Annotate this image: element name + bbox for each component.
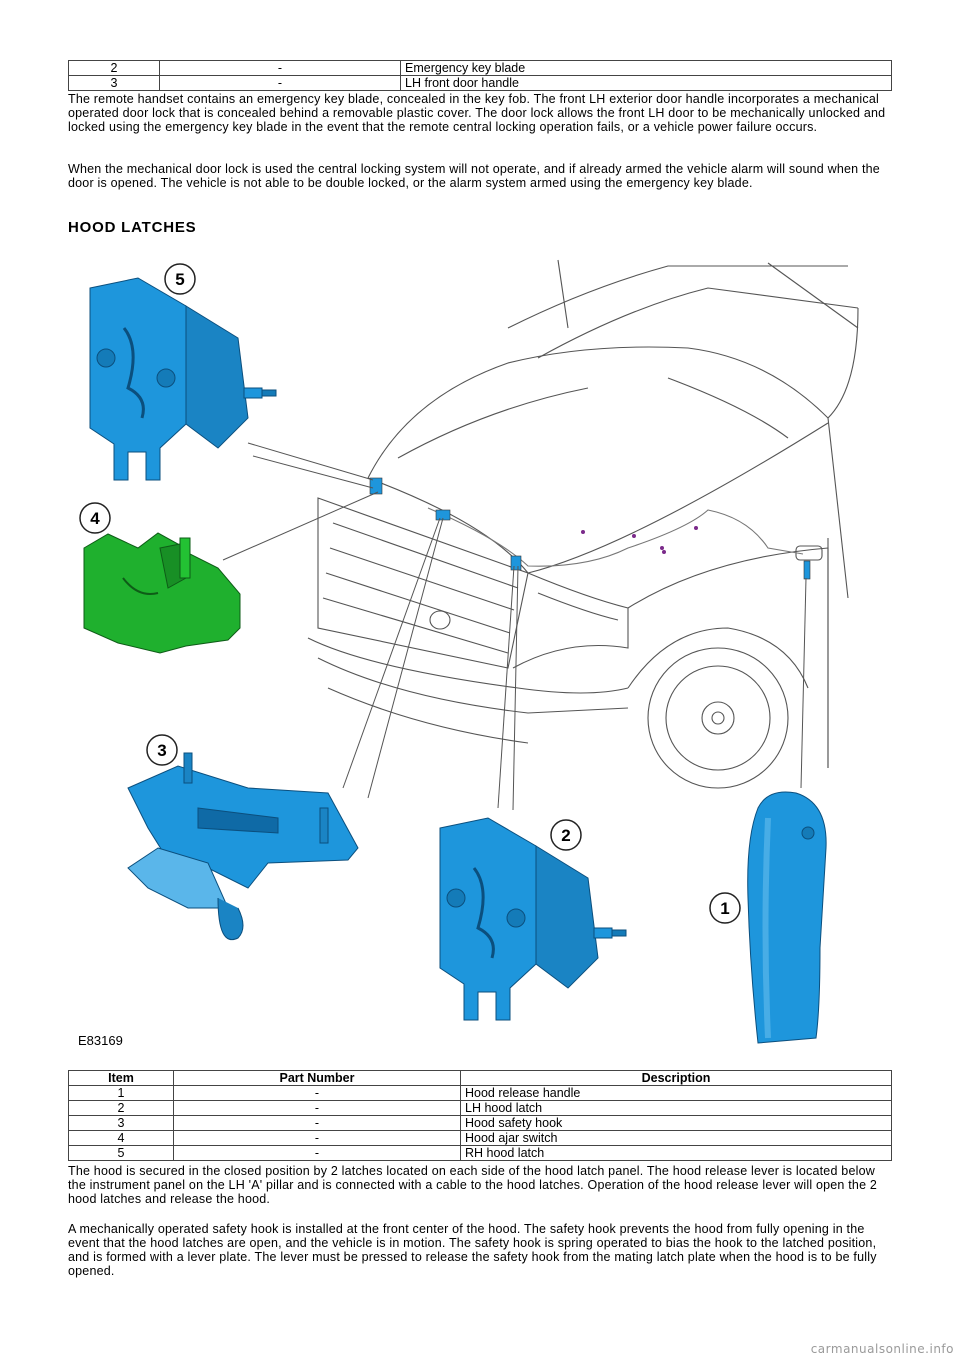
description-cell: Hood ajar switch <box>460 1130 892 1146</box>
part-number-cell: - <box>159 75 401 91</box>
part-number-cell: - <box>173 1145 461 1161</box>
svg-text:5: 5 <box>175 270 184 289</box>
item-cell: 2 <box>68 60 160 76</box>
vehicle-outline <box>307 259 859 789</box>
table-row: 5 - RH hood latch <box>68 1145 892 1161</box>
callout-5: 5 <box>164 263 196 295</box>
part-number-cell: - <box>173 1115 461 1131</box>
parts-table: Item Part Number Description 1 - Hood re… <box>68 1070 892 1161</box>
figure-code: E83169 <box>78 1033 123 1048</box>
item-cell: 5 <box>68 1145 174 1161</box>
part-number-cell: - <box>173 1100 461 1116</box>
description-cell: Hood release handle <box>460 1085 892 1101</box>
svg-text:4: 4 <box>90 509 100 528</box>
part-number-cell: - <box>173 1130 461 1146</box>
callout-4: 4 <box>79 502 111 534</box>
description-cell: LH hood latch <box>460 1100 892 1116</box>
callout-3: 3 <box>146 734 178 766</box>
hood-latches-illustration: 5 4 3 2 1 E83169 <box>78 259 859 1048</box>
outro-paragraph-2: A mechanically operated safety hook is i… <box>68 1222 877 1278</box>
item-cell: 3 <box>68 75 160 91</box>
description-cell: Emergency key blade <box>400 60 892 76</box>
header-item: Item <box>68 1070 174 1086</box>
in-vehicle-components <box>369 477 811 580</box>
leader-lines <box>222 442 807 811</box>
callout-1: 1 <box>709 892 741 924</box>
part-number-cell: - <box>173 1085 461 1101</box>
item-cell: 1 <box>68 1085 174 1101</box>
rh-hood-latch-part <box>89 277 277 481</box>
description-cell: LH front door handle <box>400 75 892 91</box>
item-cell: 2 <box>68 1100 174 1116</box>
item-cell: 3 <box>68 1115 174 1131</box>
part-number-cell: - <box>159 60 401 76</box>
cable-clips <box>581 526 698 554</box>
hood-ajar-switch-part <box>83 532 241 654</box>
hood-safety-hook-part <box>127 752 359 941</box>
table-row: 2 - Emergency key blade <box>68 60 892 76</box>
description-cell: RH hood latch <box>460 1145 892 1161</box>
callout-2: 2 <box>550 819 582 851</box>
svg-text:2: 2 <box>561 826 570 845</box>
section-heading: HOOD LATCHES <box>68 219 197 236</box>
table-row: 4 - Hood ajar switch <box>68 1130 892 1146</box>
watermark: carmanualsonline.info <box>810 1342 954 1356</box>
description-cell: Hood safety hook <box>460 1115 892 1131</box>
hood-release-handle-part <box>747 791 827 1044</box>
table-row: 3 - Hood safety hook <box>68 1115 892 1131</box>
header-description: Description <box>460 1070 892 1086</box>
intro-paragraph-2: When the mechanical door lock is used th… <box>68 162 880 190</box>
top-parts-table: 2 - Emergency key blade 3 - LH front doo… <box>68 60 892 91</box>
outro-paragraph-1: The hood is secured in the closed positi… <box>68 1164 878 1206</box>
svg-text:3: 3 <box>157 741 166 760</box>
lh-hood-latch-part <box>439 817 627 1021</box>
table-row: 2 - LH hood latch <box>68 1100 892 1116</box>
table-header-row: Item Part Number Description <box>68 1070 892 1086</box>
table-row: 3 - LH front door handle <box>68 75 892 91</box>
svg-text:1: 1 <box>720 899 729 918</box>
intro-paragraph-1: The remote handset contains an emergency… <box>68 92 886 134</box>
table-row: 1 - Hood release handle <box>68 1085 892 1101</box>
item-cell: 4 <box>68 1130 174 1146</box>
header-part-number: Part Number <box>173 1070 461 1086</box>
